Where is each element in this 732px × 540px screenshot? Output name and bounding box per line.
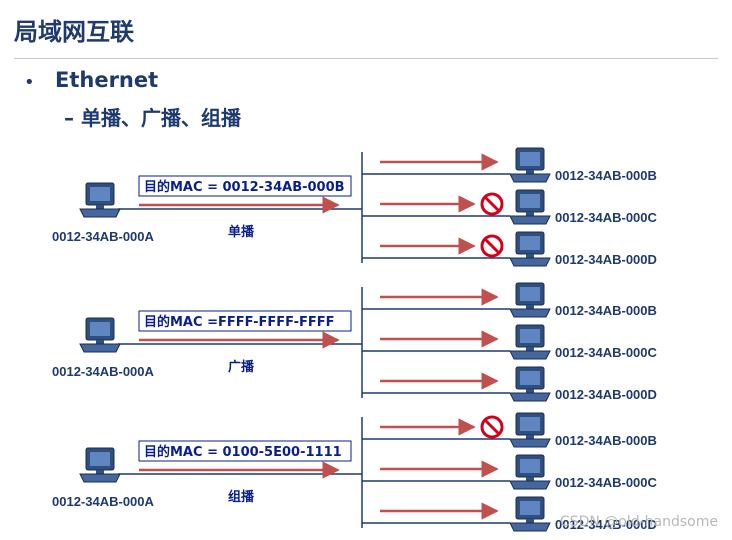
receiver-pc-icon	[509, 231, 551, 267]
source-mac-label: 0012-34AB-000A	[52, 229, 155, 244]
section-1: 0012-34AB-000A 目的MAC = 0012-34AB-000B 单播 00…	[52, 147, 658, 267]
block-icon	[480, 192, 504, 216]
block-icon	[480, 234, 504, 258]
receiver-1: 0012-34AB-000B	[362, 282, 657, 318]
watermark: CSDN @old-handsome	[559, 514, 718, 530]
source-pc-icon	[79, 182, 121, 218]
source-mac-label: 0012-34AB-000A	[52, 494, 155, 509]
receiver-pc-icon	[509, 454, 551, 490]
dest-mac-box	[138, 440, 352, 462]
receiver-pc-icon	[509, 147, 551, 183]
receiver-pc-icon	[509, 496, 551, 532]
receiver-mac-label: 0012-34AB-000B	[555, 303, 657, 318]
cast-mode-label: 广播	[228, 359, 255, 375]
section-2: 0012-34AB-000A 目的MAC =FFFF-FFFF-FFFF 广播 001…	[52, 282, 658, 402]
source-pc-icon	[79, 447, 121, 483]
receiver-pc-icon	[509, 189, 551, 225]
receiver-mac-label: 0012-34AB-000C	[555, 345, 658, 360]
receiver-mac-label: 0012-34AB-000D	[555, 252, 657, 267]
heading-ethernet: Ethernet	[55, 68, 159, 92]
block-icon	[480, 415, 504, 439]
receiver-pc-icon	[509, 366, 551, 402]
receiver-pc-icon	[509, 282, 551, 318]
cast-mode-label: 组播	[228, 489, 255, 505]
receiver-mac-label: 0012-34AB-000B	[555, 168, 657, 183]
subheading-cast-types: – 单播、广播、组播	[64, 106, 241, 130]
dest-mac-box	[138, 310, 352, 332]
receiver-mac-label: 0012-34AB-000D	[555, 387, 657, 402]
source-pc-icon	[79, 317, 121, 353]
bullet-dot: •	[24, 72, 35, 93]
receiver-mac-label: 0012-34AB-000C	[555, 210, 658, 225]
receiver-1: 0012-34AB-000B	[362, 147, 657, 183]
source-mac-label: 0012-34AB-000A	[52, 364, 155, 379]
receiver-pc-icon	[509, 412, 551, 448]
receiver-3: 0012-34AB-000D	[362, 496, 657, 532]
page-title: 局域网互联	[14, 18, 134, 46]
receiver-2: 0012-34AB-000C	[362, 324, 658, 360]
receiver-mac-label: 0012-34AB-000C	[555, 475, 658, 490]
receiver-pc-icon	[509, 324, 551, 360]
dest-mac-label: 目的MAC = 0100-5E00-1111	[144, 444, 342, 460]
receiver-1: 0012-34AB-000B	[362, 412, 657, 448]
receiver-mac-label: 0012-34AB-000B	[555, 433, 657, 448]
cast-mode-label: 单播	[228, 224, 255, 240]
dest-mac-label: 目的MAC = 0012-34AB-000B	[144, 179, 345, 195]
dest-mac-label: 目的MAC =FFFF-FFFF-FFFF	[144, 314, 335, 330]
receiver-mac-label: 0012-34AB-000D	[555, 517, 657, 532]
receiver-3: 0012-34AB-000D	[362, 231, 657, 267]
receiver-2: 0012-34AB-000C	[362, 189, 658, 225]
dest-mac-box	[138, 175, 352, 197]
section-3: 0012-34AB-000A 目的MAC = 0100-5E00-1111 组播 00…	[52, 412, 658, 532]
title-divider	[14, 58, 718, 59]
receiver-3: 0012-34AB-000D	[362, 366, 657, 402]
receiver-2: 0012-34AB-000C	[362, 454, 658, 490]
